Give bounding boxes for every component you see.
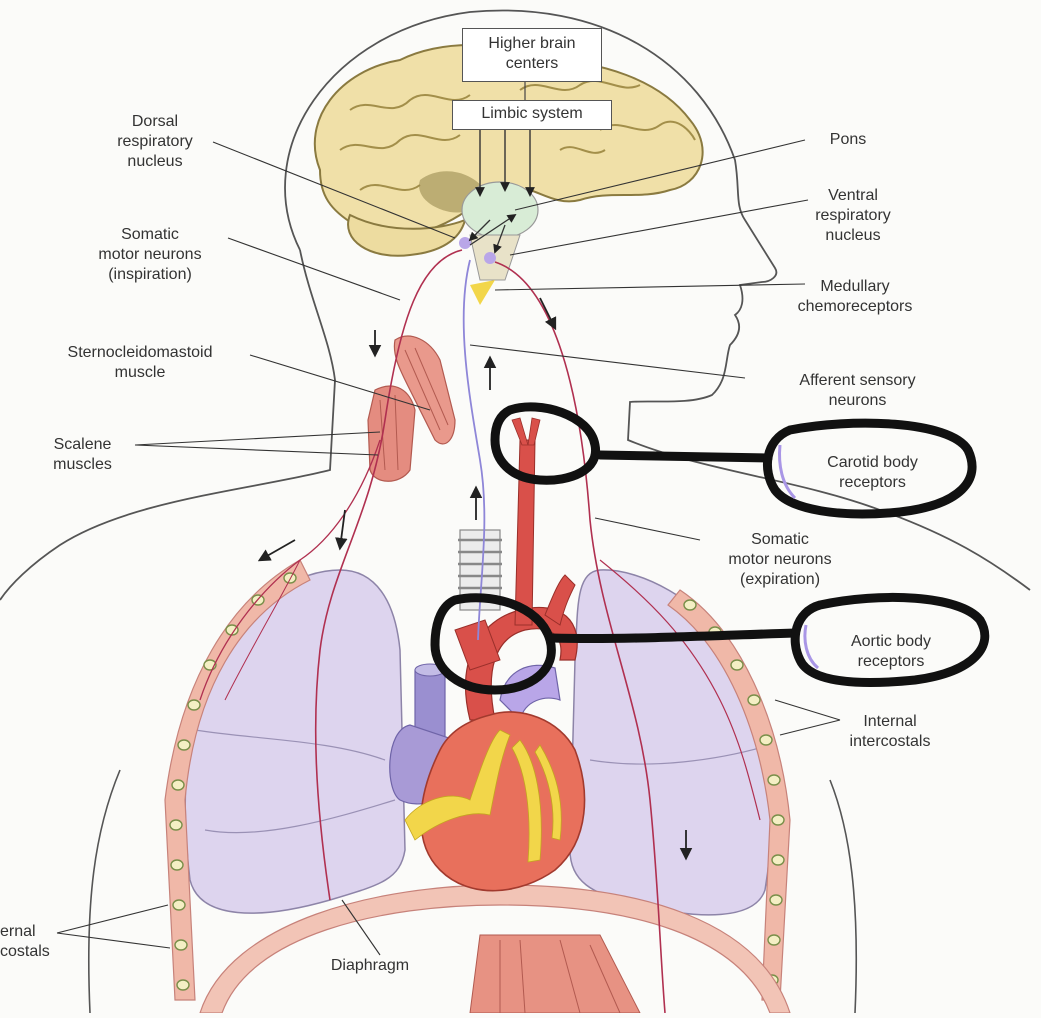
aortic-connector xyxy=(547,628,800,644)
pulmonary-trunk xyxy=(499,664,561,722)
carotid-connector xyxy=(595,450,773,463)
callout-accents xyxy=(778,444,820,670)
pons-label: Pons xyxy=(829,131,867,148)
pons-structure xyxy=(461,181,539,239)
carotid-highlight-ring xyxy=(490,402,600,485)
limbic-system-label: Limbic system xyxy=(452,100,612,130)
leader-lines xyxy=(56,139,841,956)
carotid-branch xyxy=(511,417,541,446)
left-subclavian xyxy=(544,574,576,626)
carotid-callout-bubble xyxy=(763,418,977,519)
medullary-chemoreceptor-area xyxy=(470,280,495,305)
aortic-callout-bubble xyxy=(790,592,990,687)
motor-neuron-inspiration xyxy=(314,249,463,901)
diaphragm-label: Diaphragm xyxy=(330,957,410,974)
carotid-artery xyxy=(514,439,536,626)
handdrawn-annotations xyxy=(430,402,990,695)
afferent-sensory-neuron xyxy=(462,259,486,641)
aortic-highlight-ring xyxy=(430,593,556,695)
arm-left xyxy=(87,769,121,1014)
intercostals-left xyxy=(164,559,311,1001)
cerebellum xyxy=(347,213,467,257)
arm-right xyxy=(829,779,858,1014)
direction-arrows xyxy=(257,297,693,861)
nerves xyxy=(199,249,761,1014)
ventral-nucleus-dot xyxy=(484,252,496,264)
brachiocephalic-artery xyxy=(454,619,501,671)
sternocleidomastoid-muscle xyxy=(393,335,456,445)
right-lung xyxy=(569,569,773,916)
coronary-fat xyxy=(404,729,511,841)
dorsal-nucleus-dot xyxy=(459,237,471,249)
scalene-muscles xyxy=(367,385,416,482)
body-outline-left xyxy=(0,249,336,601)
